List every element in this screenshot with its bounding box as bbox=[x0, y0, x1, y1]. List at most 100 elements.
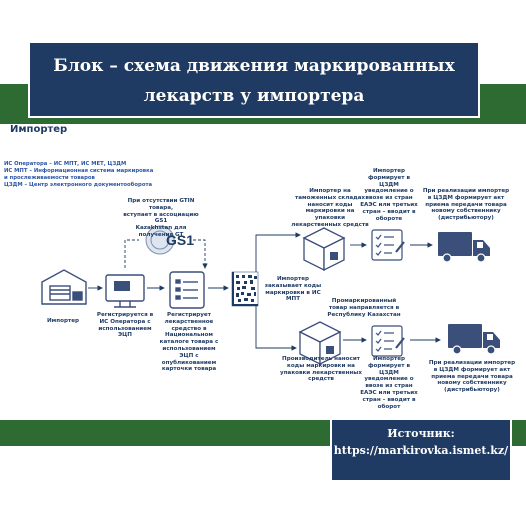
label-customs-marking: Импортер на таможенных складах наносит к… bbox=[290, 188, 370, 229]
text-line: использованием bbox=[162, 345, 216, 352]
label-importer-text: Импортер bbox=[46, 318, 79, 324]
text-line: оборот bbox=[377, 403, 401, 410]
gs1-logo-text: GS1 bbox=[166, 232, 194, 248]
dashed-gs1-route bbox=[124, 239, 139, 268]
text-line: ЦЗДМ bbox=[379, 369, 399, 376]
legend-line: ЦЗДМ – Центр электронного документооборо… bbox=[4, 182, 153, 188]
branch-top bbox=[255, 232, 301, 288]
text-line: коды маркировки на bbox=[287, 362, 355, 369]
connectors bbox=[88, 232, 441, 351]
text-line: (дистрибьютору) bbox=[444, 387, 500, 394]
text-line: (дистрибьютору) bbox=[438, 215, 494, 222]
text-line: МПТ bbox=[285, 296, 301, 303]
text-line: лекарственных средств bbox=[291, 221, 369, 228]
label-manufacturer-marking: Производитель наносит коды маркировки на… bbox=[280, 356, 362, 383]
checklist-icon bbox=[371, 325, 405, 357]
text-line: формирует в bbox=[367, 174, 411, 181]
text-line: Промаркированный bbox=[331, 298, 397, 304]
legend-line: ИС Оператора – ИС МПТ, ИС МЕТ, ЦЗДМ bbox=[4, 161, 127, 167]
text-line: стран – вводит в bbox=[362, 208, 416, 215]
text-line: При отсутствии GTIN товара, bbox=[127, 198, 195, 211]
text-line: Регистрируется в bbox=[96, 312, 154, 318]
label-realization-bottom: При реализации импортер в ЦЗДМ формирует… bbox=[426, 360, 518, 394]
text-line: уведомление о bbox=[364, 376, 414, 383]
text-line: Национальном bbox=[165, 332, 213, 339]
text-line: таможенных складах bbox=[294, 194, 366, 201]
label-notice-bottom: Импортер формирует в ЦЗДМ уведомление о … bbox=[360, 356, 418, 410]
source-link[interactable]: https://markirovka.ismet.kz/ bbox=[333, 444, 509, 457]
text-line: маркировки на упаковки bbox=[305, 208, 355, 222]
legend-line: ИС МПТ – Информационная система маркиров… bbox=[4, 168, 154, 174]
text-line: ИС Оператора с bbox=[99, 318, 151, 325]
text-line: приема передачи товара bbox=[431, 373, 513, 380]
legend: ИС Оператора – ИС МПТ, ИС МЕТ, ЦЗДМ ИС М… bbox=[4, 161, 153, 189]
dashed-gs1-route-right bbox=[193, 239, 208, 269]
page-title-line2: лекарств у импортера bbox=[143, 86, 365, 106]
text-line: лекарственное bbox=[164, 318, 214, 325]
text-line: Импортер bbox=[372, 168, 405, 174]
text-line: ЕАЭС или третьих bbox=[360, 389, 418, 396]
text-line: использованием bbox=[98, 325, 152, 332]
label-register-drug: Регистрирует лекарственное средство в На… bbox=[158, 312, 220, 373]
truck-icon bbox=[438, 232, 490, 263]
text-line: формирует в bbox=[367, 362, 411, 369]
text-line: в ЦЗДМ формирует акт bbox=[433, 366, 511, 373]
text-line: Kazakhstan для получения GT bbox=[135, 225, 187, 238]
text-line: новому собственнику bbox=[431, 208, 501, 215]
text-line: ввозе из стран bbox=[365, 383, 413, 390]
diagram-panel bbox=[0, 124, 526, 420]
label-order-codes: Импортер заказывает коды маркировки в ИС… bbox=[262, 276, 324, 303]
section-title: Импортер bbox=[10, 124, 68, 135]
source-box: Источник: https://markirovka.ismet.kz/ bbox=[330, 418, 512, 482]
label-notice-top: Импортер формирует в ЦЗДМ уведомление о … bbox=[360, 168, 418, 222]
text-line: Регистрирует bbox=[167, 312, 211, 318]
text-line: Производитель наносит bbox=[282, 356, 360, 362]
text-line: карточки товара bbox=[161, 366, 217, 373]
page-title: Блок – схема движения маркированных лека… bbox=[28, 41, 480, 118]
warehouse-icon bbox=[41, 269, 87, 305]
text-line: упаковки лекарственных bbox=[280, 369, 362, 376]
text-line: средство в bbox=[171, 325, 207, 332]
catalog-icon bbox=[169, 271, 205, 309]
text-line: ЕАЭС или третьих bbox=[360, 201, 418, 208]
truck-icon bbox=[448, 324, 500, 355]
text-line: ЭЦП с bbox=[179, 352, 199, 359]
text-line: наносит коды bbox=[307, 201, 353, 208]
text-line: При реализации импортер bbox=[422, 188, 510, 194]
package-box-icon bbox=[298, 321, 342, 366]
label-realization-top: При реализации импортер в ЦЗДМ формирует… bbox=[420, 188, 512, 222]
text-line: в ЦЗДМ формирует акт bbox=[427, 194, 505, 201]
text-line: Импортер на bbox=[309, 188, 351, 194]
branch-bottom bbox=[255, 305, 297, 351]
text-line: приема передачи товара bbox=[425, 201, 507, 208]
label-gs1-note: При отсутствии GTIN товара, вступает в а… bbox=[118, 198, 204, 239]
label-unmarked-goods: Промаркированный товар направляется в Ре… bbox=[322, 298, 406, 318]
label-importer: Импортер bbox=[38, 318, 88, 325]
text-line: средств bbox=[308, 376, 334, 383]
label-register-operator: Регистрируется в ИС Оператора с использо… bbox=[96, 312, 154, 339]
text-line: новому собственнику bbox=[437, 380, 507, 387]
text-line: вступает в ассоциацию GS1 bbox=[123, 211, 199, 225]
text-line: Импортер bbox=[276, 276, 309, 282]
text-line: уведомление о bbox=[364, 188, 414, 195]
text-line: товар направляется в bbox=[328, 304, 400, 311]
text-line: ЦЗДМ bbox=[379, 181, 399, 188]
text-line: ввозе из стран bbox=[365, 195, 413, 202]
source-label: Источник: bbox=[387, 427, 455, 440]
text-line: стран – вводит в bbox=[362, 396, 416, 403]
text-line: Импортер bbox=[372, 356, 405, 362]
text-line: каталоге товара с bbox=[159, 339, 219, 346]
text-line: опубликованием bbox=[161, 359, 217, 366]
legend-line: и прослеживаемости товаров bbox=[4, 175, 95, 181]
checklist-icon bbox=[371, 229, 405, 261]
text-line: обороте bbox=[375, 215, 403, 222]
gs1-logo-icon: GS1 bbox=[145, 225, 194, 255]
text-line: Республику Казахстан bbox=[327, 311, 401, 318]
text-line: При реализации импортер bbox=[428, 360, 516, 366]
computer-icon bbox=[105, 274, 145, 308]
text-line: ЭЦП bbox=[118, 332, 132, 339]
text-line: маркировки в ИС bbox=[265, 289, 321, 296]
text-line: заказывает коды bbox=[264, 282, 322, 289]
package-box-icon bbox=[302, 227, 346, 272]
